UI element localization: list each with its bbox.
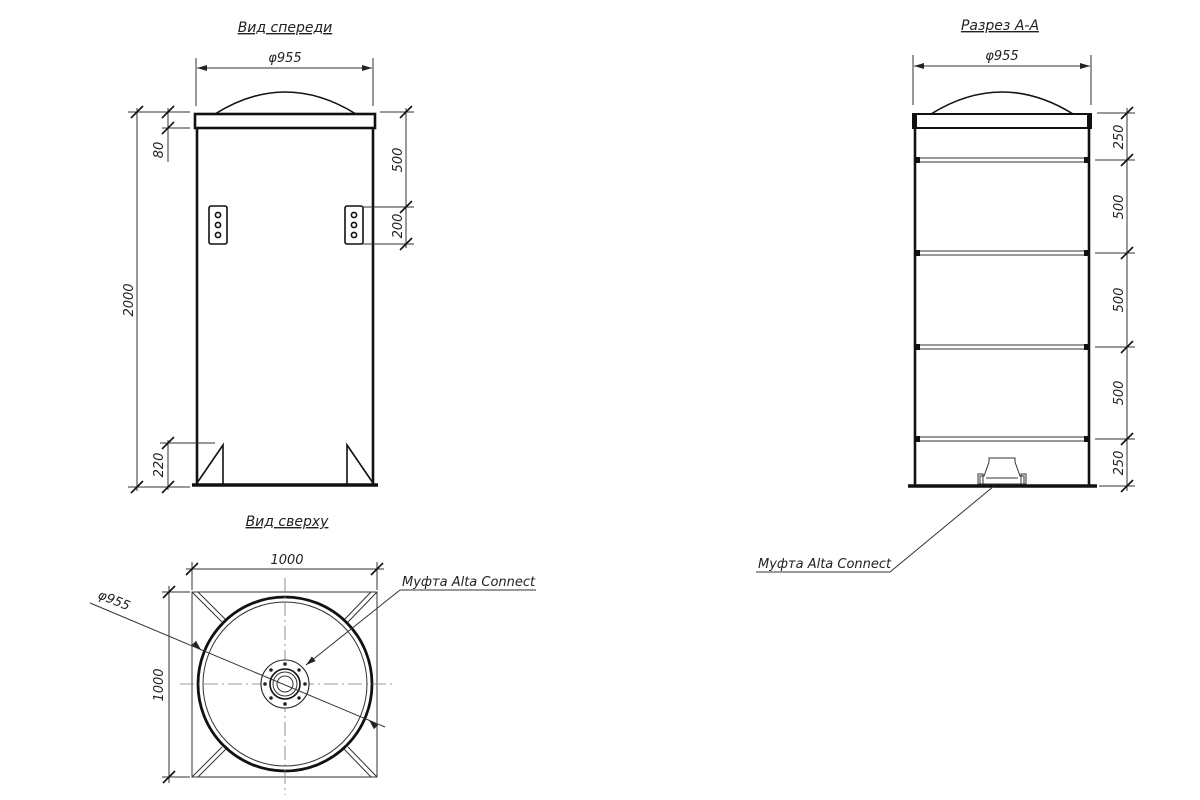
top-depth-dimension: 1000: [152, 585, 190, 784]
top-width-label: 1000: [270, 553, 303, 568]
section-diameter-dimension: φ955: [912, 49, 1092, 105]
section-dimensions: 250 500 500 500 250: [1095, 106, 1135, 493]
lifting-bracket-right: [344, 205, 364, 245]
section-dim-2: 500: [1112, 195, 1127, 220]
section-dim-3: 500: [1112, 288, 1127, 313]
section-fitting-leader: Муфта Alta Connect: [756, 485, 995, 573]
section-view-title: Разрез А-А: [961, 18, 1039, 34]
top-view-title: Вид сверху: [246, 514, 330, 530]
base-plate: [191, 591, 378, 778]
section-tank-body: [908, 91, 1097, 488]
section-fitting: [977, 457, 1027, 485]
height-total-label: 2000: [122, 283, 137, 316]
front-right-dimensions: 500 200: [362, 105, 414, 251]
top-fitting-leader: Муфта Alta Connect: [305, 575, 536, 666]
section-fitting-label: Муфта Alta Connect: [758, 557, 892, 572]
top-depth-label: 1000: [152, 668, 167, 701]
lifting-bracket-left: [208, 205, 228, 245]
top-view: Вид сверху 1000 1000: [89, 514, 536, 795]
section-dim-1: 250: [1112, 125, 1127, 150]
front-diameter-dimension: φ955: [195, 51, 374, 106]
top-width-dimension: 1000: [185, 553, 384, 590]
support-height-label: 220: [152, 453, 167, 478]
section-dim-4: 500: [1112, 381, 1127, 406]
section-view: Разрез А-А φ955: [756, 18, 1135, 573]
flange-height-label: 80: [152, 142, 167, 159]
front-tank-body: [192, 91, 378, 487]
front-left-dimensions: 2000 80 220: [122, 105, 215, 494]
section-dim-5: 250: [1112, 451, 1127, 476]
top-fitting: [260, 659, 310, 709]
bracket-offset-label: 500: [391, 148, 406, 173]
bracket-height-label: 200: [391, 214, 406, 239]
front-diameter-label: φ955: [268, 51, 301, 66]
front-view-title: Вид спереди: [238, 20, 333, 36]
stiffening-rings: [916, 157, 1088, 442]
section-diameter-label: φ955: [985, 49, 1018, 64]
top-fitting-label: Муфта Alta Connect: [402, 575, 536, 590]
front-view: Вид спереди φ955: [122, 20, 414, 494]
top-diameter-label: φ955: [96, 588, 133, 614]
